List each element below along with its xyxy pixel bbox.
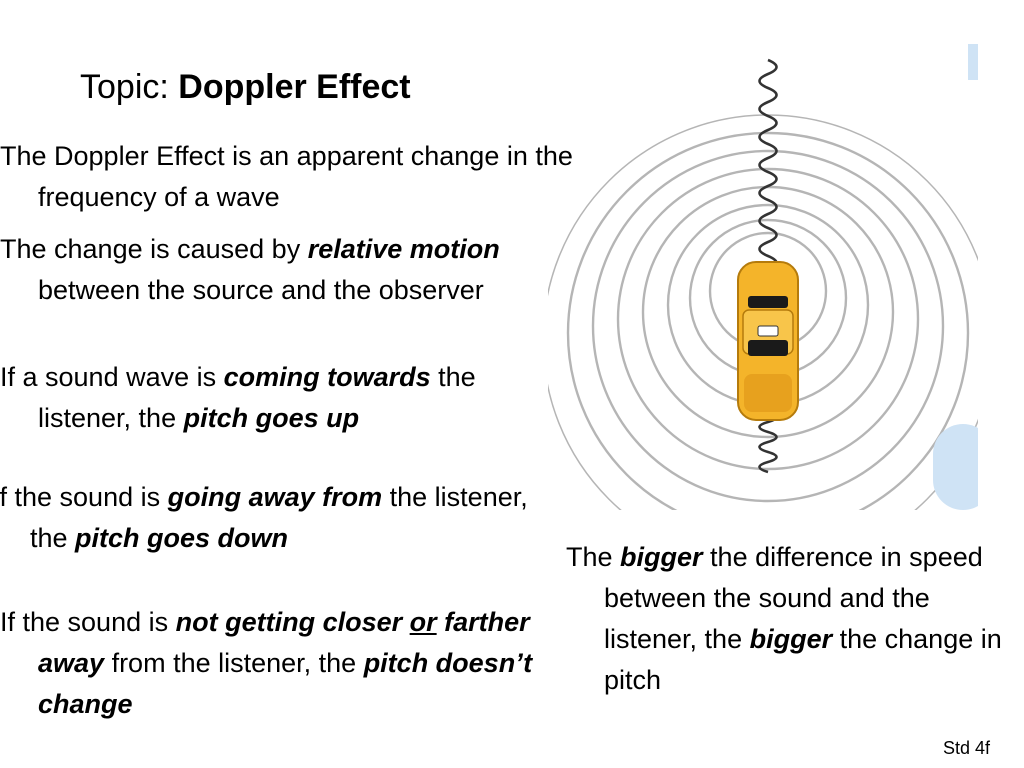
wave-ring [566, 131, 970, 510]
doppler-car-illustration [548, 44, 978, 510]
point-relative-motion: The change is caused by relative motion … [0, 234, 500, 305]
point-definition: The Doppler Effect is an apparent change… [0, 141, 573, 212]
wave-ring [591, 149, 945, 503]
wave-ring [616, 167, 920, 471]
point-no-change: If the sound is not getting closer or fa… [0, 607, 533, 719]
car-icon [737, 261, 799, 421]
point-going-away: If the sound is going away from the list… [0, 482, 528, 553]
slide-title: Topic: Doppler Effect [80, 68, 411, 107]
side-note: The bigger the difference in speed betwe… [566, 542, 1002, 695]
title-main: Doppler Effect [178, 68, 411, 106]
decor-blue-shape [933, 424, 978, 510]
point-coming-towards: If a sound wave is coming towards the li… [0, 362, 476, 433]
title-prefix: Topic: [80, 68, 179, 106]
standard-footer: Std 4f [942, 738, 990, 758]
